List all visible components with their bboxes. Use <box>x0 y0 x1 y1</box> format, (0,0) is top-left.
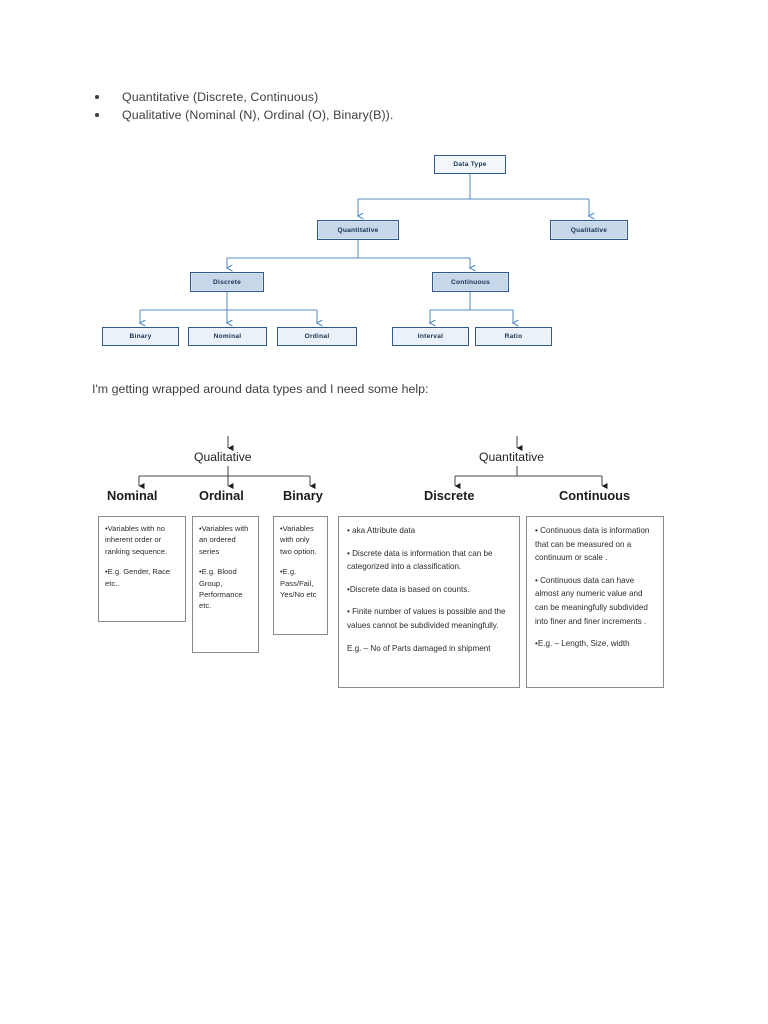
bullet-dot-icon <box>95 95 99 99</box>
node-label: Qualitative <box>570 226 608 234</box>
card-line: • Continuous data can have almost any nu… <box>535 575 648 626</box>
node-ratio: Ratio <box>475 327 552 346</box>
card-line: •E.g. Blood Group, Performance etc. <box>199 567 243 611</box>
heading-binary: Binary <box>283 488 323 503</box>
card-discrete: • aka Attribute data • Discrete data is … <box>338 516 520 688</box>
node-label: Quantitative <box>337 226 379 234</box>
intro-bullet-list: Quantitative (Discrete, Continuous) Qual… <box>92 88 652 124</box>
list-item: Quantitative (Discrete, Continuous) <box>92 88 652 106</box>
node-label: Data Type <box>453 161 487 168</box>
branch-label-quantitative: Quantitative <box>479 450 545 464</box>
card-continuous: • Continuous data is information that ca… <box>526 516 664 688</box>
node-nominal: Nominal <box>188 327 267 346</box>
node-label: Continuous <box>450 278 491 286</box>
node-data-type: Data Type <box>434 155 506 174</box>
bullet-dot-icon <box>95 113 99 117</box>
node-qualitative: Qualitative <box>550 220 628 240</box>
node-label: Ordinal <box>304 333 330 340</box>
bullet-text: Qualitative (Nominal (N), Ordinal (O), B… <box>122 108 394 122</box>
heading-nominal: Nominal <box>107 488 158 503</box>
heading-ordinal: Ordinal <box>199 488 244 503</box>
card-nominal: •Variables with no inherent order or ran… <box>98 516 186 622</box>
bullet-text: Quantitative (Discrete, Continuous) <box>122 90 319 104</box>
node-label: Ratio <box>504 333 523 340</box>
node-discrete: Discrete <box>190 272 264 292</box>
card-line: E.g. – No of Parts damaged in shipment <box>347 643 491 653</box>
heading-discrete: Discrete <box>424 488 475 503</box>
card-line: •E.g. Gender, Race etc.. <box>105 567 171 588</box>
card-line: •Variables with an ordered series <box>199 524 249 556</box>
card-line: • aka Attribute data <box>347 526 416 535</box>
mid-paragraph: I'm getting wrapped around data types an… <box>92 382 429 396</box>
node-label: Discrete <box>212 278 242 286</box>
card-ordinal: •Variables with an ordered series •E.g. … <box>192 516 259 653</box>
card-line: • Continuous data is information that ca… <box>535 526 650 563</box>
card-binary: •Variables with only two option. •E.g. P… <box>273 516 328 635</box>
card-line: • Discrete data is information that can … <box>347 548 493 572</box>
node-quantitative: Quantitative <box>317 220 399 240</box>
card-line: •Variables with no inherent order or ran… <box>105 524 168 556</box>
card-line: • Finite number of values is possible an… <box>347 607 506 630</box>
node-continuous: Continuous <box>432 272 509 292</box>
node-ordinal: Ordinal <box>277 327 357 346</box>
card-line: •Discrete data is based on counts. <box>347 584 470 594</box>
node-binary: Binary <box>102 327 179 346</box>
node-label: Nominal <box>213 333 242 340</box>
list-item: Qualitative (Nominal (N), Ordinal (O), B… <box>92 106 652 124</box>
node-label: Binary <box>129 333 152 340</box>
card-line: •E.g. Pass/Fail, Yes/No etc <box>280 567 317 600</box>
heading-continuous: Continuous <box>559 488 631 503</box>
node-interval: Interval <box>392 327 469 346</box>
card-line: •Variables with only two option. <box>280 524 317 556</box>
card-line: •E.g. – Length, Size, width <box>535 639 630 649</box>
node-label: Interval <box>417 333 444 340</box>
branch-label-qualitative: Qualitative <box>194 450 252 464</box>
